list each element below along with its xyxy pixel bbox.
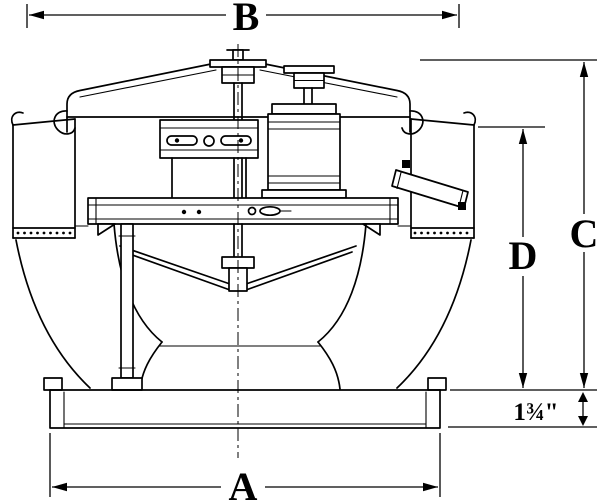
dimension-c: C: [420, 59, 599, 391]
rivet-row-right: [413, 231, 469, 235]
motor-mount-bracket: [159, 119, 259, 199]
motor-base-flange: [261, 189, 347, 199]
dim-label-a: A: [229, 464, 258, 503]
hood-curl-right: [401, 110, 424, 135]
deck-gusset-left: [97, 223, 116, 236]
fan-deck: [74, 197, 412, 236]
motor-pulley-cap: [283, 65, 335, 74]
base-tab-right: [427, 377, 447, 391]
motor: [261, 103, 347, 199]
hood-crown-seam: [79, 69, 398, 98]
curb-cap-skirts: [15, 239, 472, 389]
dim-label-d: D: [509, 233, 538, 278]
inlet-cone: [119, 245, 357, 291]
rivet-row-left: [16, 231, 72, 235]
base-curb: [43, 377, 447, 429]
damper-bolt-right: [458, 202, 466, 210]
damper-bolt-left: [402, 160, 410, 168]
dimension-base-height: 1¾": [448, 392, 597, 428]
deck-gusset-right: [362, 223, 381, 236]
base-tab-left: [43, 377, 63, 391]
dim-base-arrow-up: [578, 392, 588, 402]
dim-base-arrow-down: [578, 416, 588, 426]
latch-knob: [247, 206, 257, 216]
dim-label-c: C: [570, 211, 599, 256]
hood-curl-left: [53, 110, 76, 135]
dim-label-base-height: 1¾": [513, 399, 558, 426]
dimension-a: A: [49, 433, 441, 503]
fan-shaft-lower: [233, 157, 243, 199]
fan-shaft: [233, 82, 243, 123]
motor-shaft: [303, 87, 313, 107]
motor-cap: [271, 103, 337, 115]
damper-plate: [391, 160, 469, 210]
dimension-d: D: [478, 126, 545, 388]
fan-housing: [113, 223, 367, 390]
latch-handle: [259, 205, 281, 217]
hub-shaft: [233, 223, 243, 258]
motor-body: [267, 113, 341, 191]
support-leg: [111, 223, 143, 391]
dim-label-b: B: [233, 0, 260, 39]
windband-side-panels: [10, 111, 477, 239]
leg-foot: [111, 377, 143, 391]
dimension-b: B: [26, 0, 460, 39]
